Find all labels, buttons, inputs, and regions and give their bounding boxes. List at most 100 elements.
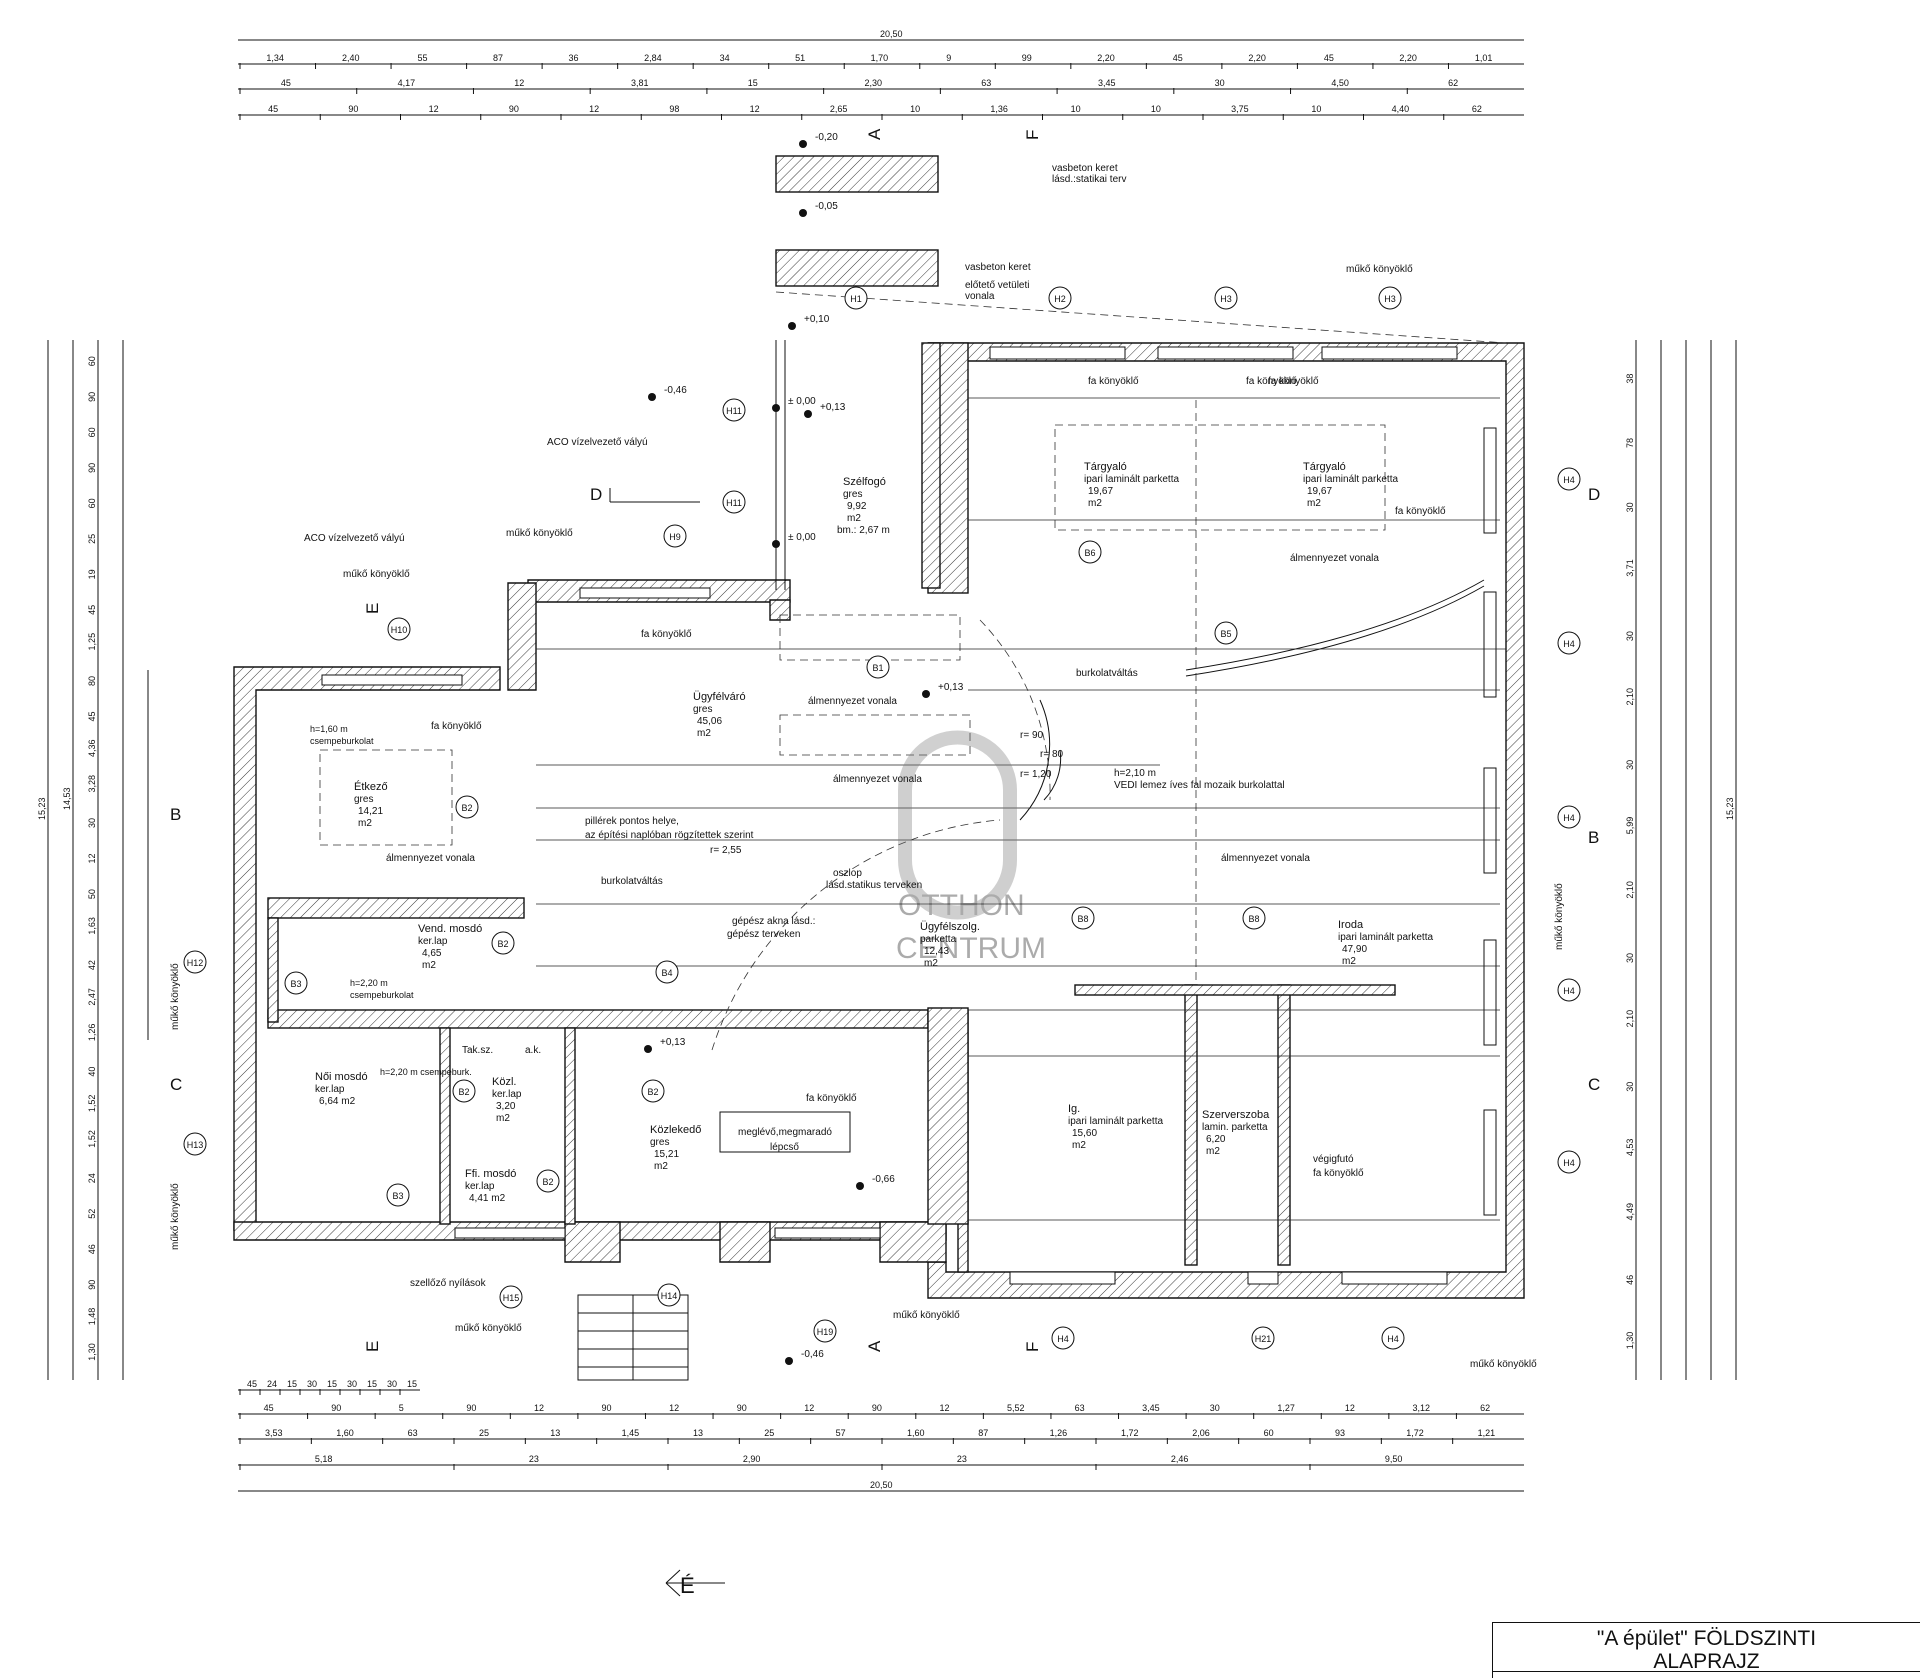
- dimension-label: 12: [589, 104, 599, 114]
- note-csempe2b: csempeburkolat: [350, 990, 414, 1000]
- room-area: 19,67: [1088, 486, 1113, 497]
- level-markers: -0,20-0,05+0,10+0,13-0,46+0,13+0,13-0,66…: [644, 132, 964, 1365]
- dimension-label: 25: [479, 1428, 489, 1438]
- dimension-label: 3,28: [87, 775, 97, 793]
- dimension-label: 2,20: [1097, 53, 1115, 63]
- note-vedi2: VEDI lemez íves fal mozaik burkolattal: [1114, 780, 1285, 791]
- left-total-dim: 15,23: [37, 797, 47, 820]
- dimension-label: 1,21: [1478, 1428, 1496, 1438]
- dimension-label: 10: [1151, 104, 1161, 114]
- dimension-label: 60: [87, 427, 97, 437]
- dimension-label: 98: [669, 104, 679, 114]
- dimension-label: 93: [1335, 1428, 1345, 1438]
- axis-e-bottom: E: [363, 1341, 382, 1352]
- room-name: Vend. mosdó: [418, 923, 482, 935]
- dimension-label: 1,01: [1475, 53, 1493, 63]
- door-tag-label: H13: [187, 1140, 204, 1150]
- note-almenny5: álmennyezet vonala: [1221, 853, 1310, 864]
- dimension-label: 30: [1625, 760, 1635, 770]
- room-material: ker.lap: [465, 1181, 495, 1192]
- door-tag-circle: [1381, 1326, 1405, 1350]
- axis-e-top: E: [363, 603, 382, 614]
- dimension-label: 45: [264, 1403, 274, 1413]
- room-area-unit: m2: [1342, 956, 1356, 967]
- door-tag-label: H4: [1563, 639, 1575, 649]
- level-value: +0,10: [804, 314, 830, 325]
- level-marker-dot: [799, 140, 807, 148]
- door-tag-circle: [641, 1079, 665, 1103]
- level-marker-dot: [804, 410, 812, 418]
- dimension-label: 1,45: [622, 1428, 640, 1438]
- dimension-label: 45: [87, 711, 97, 721]
- watermark-bottom: CENTRUM: [896, 932, 1046, 965]
- dimension-label: 1,72: [1406, 1428, 1424, 1438]
- dimension-label: 38: [1625, 374, 1635, 384]
- room-area-unit: m2: [697, 728, 711, 739]
- room-name: Női mosdó: [315, 1071, 368, 1083]
- dimension-label: 3,53: [265, 1428, 283, 1438]
- note-almenny4: álmennyezet vonala: [386, 853, 475, 864]
- room-area-unit: m2: [654, 1161, 668, 1172]
- dimension-label: 5,18: [315, 1454, 333, 1464]
- title-line1: "A épület" FÖLDSZINTI: [1596, 1627, 1817, 1650]
- room-name: Tárgyaló: [1303, 461, 1346, 473]
- room-area-unit: m2: [422, 960, 436, 971]
- door-tag-label: B3: [392, 1191, 403, 1201]
- dimension-label: 1,72: [1121, 1428, 1139, 1438]
- dimension-label: 1,36: [990, 104, 1008, 114]
- level-marker-dot: [785, 1357, 793, 1365]
- room-area: 6,20: [1206, 1134, 1226, 1145]
- note-oszlop2: lásd.statikus terveken: [826, 880, 922, 891]
- dimension-label: 1,52: [87, 1130, 97, 1148]
- door-tag-circle: [1251, 1326, 1275, 1350]
- note-vegigfuto1: végigfutó: [1313, 1154, 1354, 1165]
- room-name: Tárgyaló: [1084, 461, 1127, 473]
- note-almenny2: álmennyezet vonala: [808, 696, 897, 707]
- right-windows: [1483, 427, 1497, 1216]
- level-value: +0,13: [820, 402, 846, 413]
- stairs: [577, 1111, 851, 1381]
- door-tag-label: B2: [461, 803, 472, 813]
- door-tag-circle: [1214, 286, 1238, 310]
- room-area: 15,60: [1072, 1128, 1097, 1139]
- title-block: "A épület" FÖLDSZINTI ALAPRAJZ: [1492, 1622, 1920, 1678]
- note-muko-left2: műkő könyöklő: [170, 1183, 181, 1250]
- note-vasbeton: vasbeton keret: [1052, 163, 1118, 174]
- door-tag-label: H4: [1563, 1158, 1575, 1168]
- door-tag-label: H3: [1220, 294, 1232, 304]
- level-value: ± 0,00: [788, 532, 816, 543]
- room-material: ipari laminált parketta: [1068, 1116, 1163, 1127]
- door-tag-label: B2: [542, 1177, 553, 1187]
- note-ak: a.k.: [525, 1045, 541, 1056]
- room-name: Szélfogó: [843, 476, 886, 488]
- axis-f-top: F: [1023, 130, 1042, 140]
- door-tag-circle: [499, 1285, 523, 1309]
- door-tag-circle: [387, 617, 411, 641]
- room-material: gres: [693, 704, 712, 715]
- dimension-label: 30: [87, 818, 97, 828]
- room-material: gres: [650, 1137, 669, 1148]
- right-column-labels: 3878303,71302,10305,992,10302,10304,534,…: [1625, 374, 1635, 1350]
- dimension-label: 60: [1264, 1428, 1274, 1438]
- dimension-label: 1,26: [87, 1024, 97, 1042]
- note-muko5: műkő könyöklő: [893, 1310, 960, 1321]
- room-material: ipari laminált parketta: [1338, 932, 1433, 943]
- room-name: Iroda: [1338, 919, 1364, 931]
- door-tag-circle: [183, 1132, 207, 1156]
- room-area: 4,65: [422, 948, 442, 959]
- room-name: Közlekedő: [650, 1124, 701, 1136]
- note-almenny3: álmennyezet vonala: [833, 774, 922, 785]
- door-tag-circle: [657, 1283, 681, 1307]
- door-tag-label: B4: [661, 968, 672, 978]
- dimension-label: 62: [1472, 104, 1482, 114]
- dimension-label: 90: [87, 392, 97, 402]
- title-separator: [1493, 1671, 1920, 1672]
- door-tag-circle: [722, 490, 746, 514]
- dimension-label: 60: [87, 498, 97, 508]
- dimension-label: 80: [87, 676, 97, 686]
- dimension-label: 1,60: [907, 1428, 925, 1438]
- room-area: 19,67: [1307, 486, 1332, 497]
- door-tag-label: B8: [1248, 914, 1259, 924]
- note-r4: r= 2,55: [710, 845, 742, 856]
